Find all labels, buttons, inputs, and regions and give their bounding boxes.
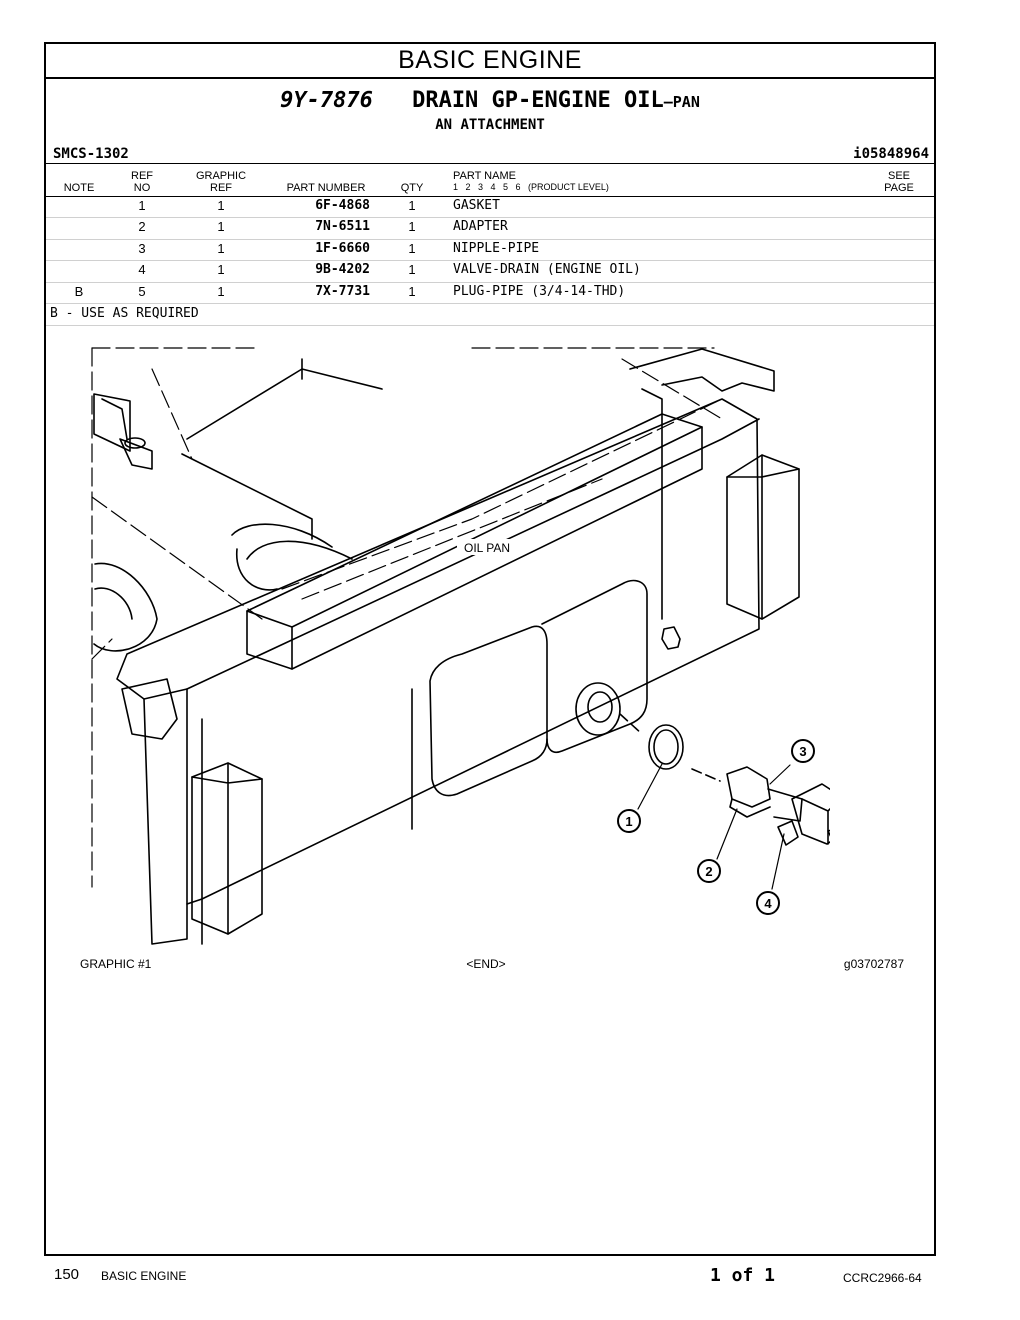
notes-divider bbox=[46, 325, 934, 326]
page-of: 1 of 1 bbox=[710, 1265, 776, 1286]
callout-1: 1 bbox=[617, 809, 641, 833]
group-name-main: DRAIN GP-ENGINE OIL bbox=[412, 88, 664, 113]
row-2-part-number: 7N-6511 bbox=[315, 219, 370, 234]
row-1-ref: 1 bbox=[138, 198, 146, 213]
smcs-code: SMCS-1302 bbox=[53, 146, 129, 162]
row-5-note: B bbox=[74, 284, 84, 299]
drain-boss bbox=[575, 626, 681, 736]
row-2-graphic: 1 bbox=[217, 219, 225, 234]
header-graphic-bottom: REF bbox=[210, 182, 232, 194]
engine-block-lines bbox=[93, 348, 800, 670]
row-5-ref: 5 bbox=[138, 284, 146, 299]
callout-2: 2 bbox=[697, 859, 721, 883]
row-5-graphic: 1 bbox=[217, 284, 225, 299]
group-name-suffix: –PAN bbox=[663, 93, 700, 111]
callout-4: 4 bbox=[756, 891, 780, 915]
row-1-part-number: 6F-4868 bbox=[315, 198, 370, 213]
row-4-ref: 4 bbox=[138, 262, 146, 277]
header-ref-bottom: NO bbox=[133, 182, 151, 194]
row-2-qty: 1 bbox=[408, 219, 416, 234]
note-b-text: B - USE AS REQUIRED bbox=[50, 306, 199, 321]
callout-3: 3 bbox=[791, 739, 815, 763]
end-marker: <END> bbox=[466, 957, 506, 971]
header-see-top: SEE bbox=[887, 170, 910, 182]
oil-pan-exploded-view: 1 2 3 4 5 OIL PAN bbox=[91, 347, 830, 945]
header-divider bbox=[46, 163, 934, 164]
oil-pan-label: OIL PAN bbox=[464, 541, 510, 555]
group-title: 9Y-7876 DRAIN GP-ENGINE OIL–PAN bbox=[46, 88, 934, 113]
row-1-qty: 1 bbox=[408, 198, 416, 213]
row-1-part-name: GASKET bbox=[453, 198, 500, 213]
row-4-qty: 1 bbox=[408, 262, 416, 277]
callout-2-label: 2 bbox=[705, 864, 712, 879]
row-1-graphic: 1 bbox=[217, 198, 225, 213]
row-3-qty: 1 bbox=[408, 241, 416, 256]
callout-4-label: 4 bbox=[764, 896, 772, 911]
exploded-parts bbox=[648, 724, 830, 846]
row-2-ref: 2 bbox=[138, 219, 146, 234]
row-4-part-name: VALVE-DRAIN (ENGINE OIL) bbox=[453, 262, 641, 277]
document-identifier: i05848964 bbox=[853, 146, 929, 162]
page-number: 150 bbox=[54, 1266, 80, 1283]
header-qty: QTY bbox=[400, 182, 424, 194]
row-divider bbox=[46, 303, 934, 304]
row-3-part-number: 1F-6660 bbox=[315, 241, 370, 256]
header-graphic-top: GRAPHIC bbox=[195, 170, 247, 182]
section-title: BASIC ENGINE bbox=[46, 44, 934, 79]
footer-section: BASIC ENGINE bbox=[101, 1269, 187, 1283]
row-4-part-number: 9B-4202 bbox=[315, 262, 370, 277]
adapter-hex bbox=[726, 766, 771, 808]
gasket-ring bbox=[648, 724, 684, 770]
row-5-part-name: PLUG-PIPE (3/4-14-THD) bbox=[453, 284, 626, 299]
row-4-graphic: 1 bbox=[217, 262, 225, 277]
graphic-id: g03702787 bbox=[843, 957, 904, 971]
document-code: CCRC2966-64 bbox=[843, 1271, 922, 1285]
callout-3-label: 3 bbox=[799, 744, 806, 759]
oil-pan-body bbox=[116, 398, 760, 945]
row-divider bbox=[46, 217, 934, 218]
header-see-bottom: PAGE bbox=[884, 182, 914, 194]
row-divider bbox=[46, 239, 934, 240]
row-3-part-name: NIPPLE-PIPE bbox=[453, 241, 540, 256]
header-part-number: PART NUMBER bbox=[286, 182, 366, 194]
callout-1-label: 1 bbox=[625, 814, 632, 829]
valve-stem bbox=[777, 820, 799, 846]
header-product-level: 1 2 3 4 5 6 (PRODUCT LEVEL) bbox=[453, 182, 609, 192]
group-name: DRAIN GP-ENGINE OIL–PAN bbox=[412, 88, 700, 113]
page-frame: BASIC ENGINE 9Y-7876 DRAIN GP-ENGINE OIL… bbox=[44, 42, 936, 1256]
callout-leaders bbox=[637, 763, 791, 890]
group-number: 9Y-7876 bbox=[280, 88, 373, 113]
row-3-ref: 3 bbox=[138, 241, 146, 256]
row-5-qty: 1 bbox=[408, 284, 416, 299]
header-note: NOTE bbox=[63, 182, 95, 194]
row-2-part-name: ADAPTER bbox=[453, 219, 508, 234]
table-header-divider bbox=[46, 196, 934, 197]
drain-valve-body bbox=[791, 783, 830, 845]
row-5-part-number: 7X-7731 bbox=[315, 284, 370, 299]
group-subtitle: AN ATTACHMENT bbox=[435, 117, 545, 133]
phantom-engine-outline bbox=[91, 347, 723, 888]
header-part-name: PART NAME bbox=[453, 170, 516, 182]
row-3-graphic: 1 bbox=[217, 241, 225, 256]
graphic-caption: GRAPHIC #1 bbox=[80, 957, 152, 971]
row-divider bbox=[46, 282, 934, 283]
row-divider bbox=[46, 260, 934, 261]
header-ref-top: REF bbox=[131, 170, 153, 182]
